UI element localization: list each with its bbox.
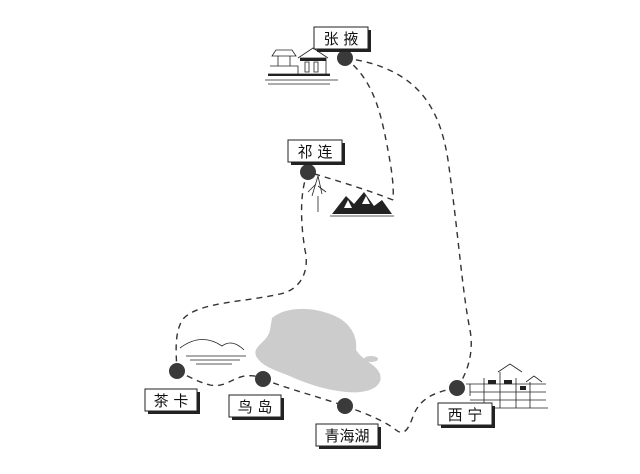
marker-niaodao[interactable] <box>255 371 271 387</box>
marker-chaka[interactable] <box>169 363 185 379</box>
zhangye-gate-sketch <box>265 47 338 85</box>
marker-qilian[interactable] <box>300 164 316 180</box>
chaka-lake-sketch <box>179 339 246 365</box>
xining-buildings-sketch <box>466 363 548 409</box>
label-niaodao: 鸟 岛 <box>228 394 284 420</box>
marker-zhangye[interactable] <box>337 50 353 66</box>
travel-route <box>175 57 472 433</box>
label-xining: 西 宁 <box>437 402 495 428</box>
label-qinghaihu: 青海湖 <box>315 423 381 449</box>
label-qinghaihu-text: 青海湖 <box>324 427 369 445</box>
qinghai-lake <box>255 308 381 393</box>
label-qilian-text: 祁 连 <box>298 143 333 161</box>
marker-qinghaihu[interactable] <box>337 398 353 414</box>
label-qilian: 祁 连 <box>287 139 345 165</box>
label-chaka-text: 茶 卡 <box>154 392 189 410</box>
marker-xining[interactable] <box>449 380 465 396</box>
label-zhangye-text: 张 掖 <box>324 30 359 48</box>
label-xining-text: 西 宁 <box>448 406 483 424</box>
location-markers <box>169 50 465 414</box>
label-zhangye: 张 掖 <box>313 26 371 52</box>
label-niaodao-text: 鸟 岛 <box>238 398 273 416</box>
label-chaka: 茶 卡 <box>144 388 200 414</box>
qilian-mountains-sketch <box>307 175 394 217</box>
